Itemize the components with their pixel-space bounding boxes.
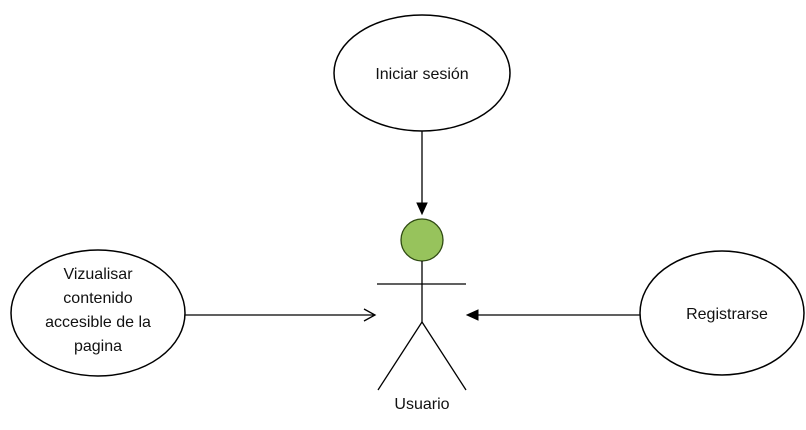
actor-name-label: Usuario [394,396,449,413]
usecase-iniciar-sesion[interactable]: Iniciar sesión [333,14,511,132]
actor-head-icon [400,218,444,262]
usecase-registrarse[interactable]: Registrarse [639,250,805,376]
arrowhead-down-icon [416,202,428,216]
actor-left-leg [377,321,423,391]
connector-login-to-actor [416,131,428,216]
usecase-registrarse-ellipse [639,250,805,376]
connector-view-to-actor [185,308,377,322]
usecase-iniciar-sesion-label: Iniciar sesión [375,66,468,83]
arrowhead-left-icon [465,309,479,321]
usecase-vizualisar-contenido-ellipse [10,249,186,377]
usecase-vizualisar-line-1: Vizualisar [63,266,133,283]
arrowhead-right-icon [363,308,377,322]
actor-usuario[interactable]: Usuario [377,218,467,413]
usecase-vizualisar-line-2: contenido [63,290,132,307]
usecase-vizualisar-contenido[interactable]: Vizualisar contenido accesible de la pag… [10,249,186,377]
usecase-vizualisar-line-4: pagina [74,338,122,355]
connector-register-to-actor [465,309,640,321]
usecase-registrarse-label: Registrarse [686,306,768,323]
usecase-vizualisar-line-3: accesible de la [45,314,151,331]
actor-right-leg [421,321,467,391]
